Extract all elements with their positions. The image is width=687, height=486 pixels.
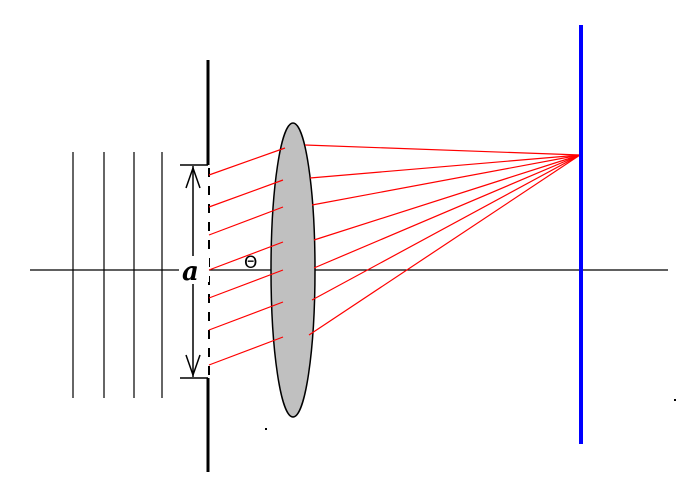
ray-1a <box>208 147 286 176</box>
slit-width-label: a <box>182 257 199 287</box>
arrow-up-icon <box>185 165 201 189</box>
ray-7a <box>208 336 284 366</box>
stray-dot <box>265 428 267 430</box>
converging-lens <box>270 122 316 418</box>
arrow-down-icon <box>185 354 201 378</box>
incident-wavefronts <box>72 152 163 398</box>
angle-label: Θ <box>244 253 257 273</box>
ray-7b <box>308 154 581 336</box>
ray-6b <box>311 154 581 301</box>
ray-2a <box>208 179 284 208</box>
ray-1b <box>304 144 581 156</box>
ray-6a <box>208 301 284 331</box>
slit-label-backdrop <box>179 258 209 282</box>
stray-dot <box>674 399 676 401</box>
ray-4b <box>313 154 581 241</box>
ray-5a <box>208 269 284 299</box>
rays-to-lens <box>208 147 286 366</box>
ray-4a <box>208 241 284 271</box>
ray-5b <box>313 154 581 269</box>
ray-3b <box>311 154 581 206</box>
ray-2b <box>309 154 581 179</box>
slit-width-dimension <box>180 164 208 379</box>
ray-3a <box>208 206 284 236</box>
rays-to-screen <box>304 144 581 336</box>
